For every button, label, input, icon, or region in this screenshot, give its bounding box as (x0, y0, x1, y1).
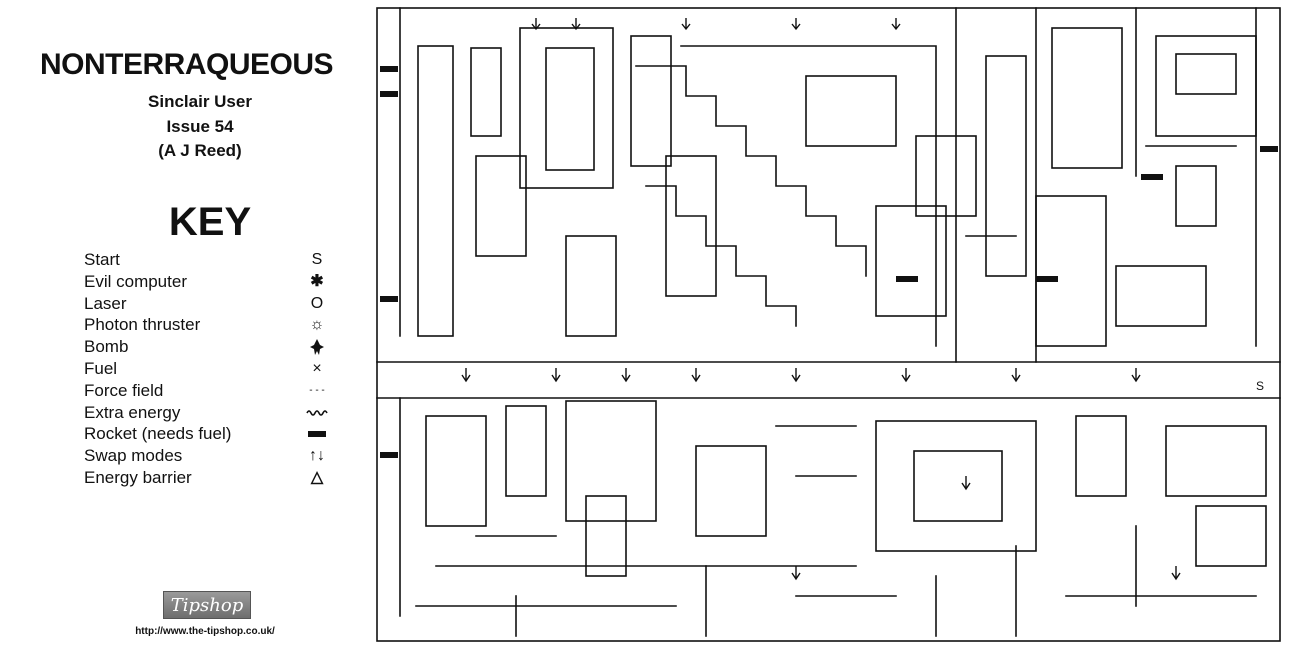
force-field-icon: - - - (309, 384, 325, 396)
map-title: NONTERRAQUEOUS (40, 48, 334, 81)
legend-label: Start (84, 250, 120, 269)
key-legend: Start S Evil computer ✱ Laser O Photon t… (84, 250, 344, 490)
bomb-icon (306, 337, 328, 357)
author-credit: (A J Reed) (158, 141, 242, 160)
legend-row-extra-energy: Extra energy (84, 403, 344, 425)
magazine-name: Sinclair User (148, 92, 252, 111)
energy-barrier-icon: △ (310, 468, 324, 486)
legend-row-swap-modes: Swap modes ↑↓ (84, 446, 344, 468)
fuel-icon: × (312, 359, 322, 377)
legend-label: Laser (84, 293, 127, 313)
legend-label: Energy barrier (84, 467, 192, 487)
legend-label: Fuel (84, 358, 118, 378)
map-walls (376, 7, 1281, 642)
swap-modes-icon: ↑↓ (309, 447, 325, 465)
legend-row-fuel: Fuel × (84, 359, 344, 381)
key-heading: KEY (168, 200, 252, 244)
map-rockets (380, 66, 1278, 458)
legend-row-energy-barrier: Energy barrier △ (84, 468, 344, 490)
legend-row-bomb: Bomb (84, 337, 344, 359)
tipshop-logo: Tipshop (163, 591, 251, 619)
map-arrows (461, 18, 1181, 581)
legend-label: Evil computer (84, 271, 187, 291)
legend-row-start: Start S (84, 250, 344, 272)
legend-row-photon-thruster: Photon thruster ☼ (84, 315, 344, 337)
photon-thruster-icon: ☼ (309, 316, 325, 334)
legend-row-evil-computer: Evil computer ✱ (84, 272, 344, 294)
legend-row-force-field: Force field - - - (84, 381, 344, 403)
rocket-icon (306, 424, 328, 444)
legend-label: Photon thruster (84, 315, 201, 335)
start-marker-icon: S (1256, 379, 1264, 393)
start-icon: S (311, 251, 323, 268)
source-url: http://www.the-tipshop.co.uk/ (135, 626, 275, 637)
legend-label: Swap modes (84, 446, 183, 466)
evil-computer-icon: ✱ (310, 272, 324, 290)
legend-label: Extra energy (84, 402, 181, 422)
extra-energy-icon (306, 403, 328, 423)
legend-label: Bomb (84, 337, 129, 357)
issue-number: Issue 54 (166, 117, 234, 136)
maze-map: S (376, 7, 1281, 642)
legend-label: Force field (84, 380, 164, 400)
laser-icon: O (310, 294, 324, 312)
legend-label: Rocket (needs fuel) (84, 424, 232, 444)
legend-row-laser: Laser O (84, 294, 344, 316)
legend-row-rocket: Rocket (needs fuel) (84, 424, 344, 446)
